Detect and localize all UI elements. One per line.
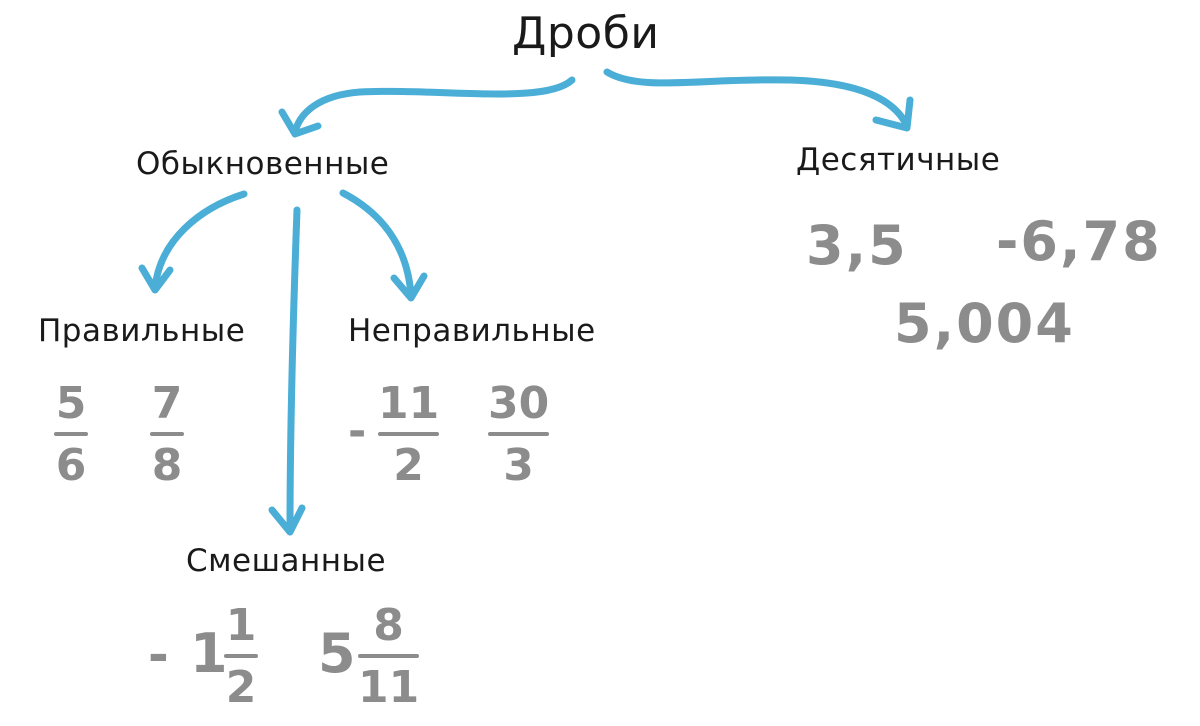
improper-example-1: 11 2: [378, 378, 440, 491]
decimal-example-3: 5,004: [894, 292, 1075, 355]
mixed-example-2-fraction: 8 11: [358, 600, 420, 713]
numerator: 1: [225, 600, 257, 651]
numerator: 7: [151, 378, 183, 429]
arrowhead-mixed: [268, 504, 306, 536]
decimal-example-1: 3,5: [806, 214, 908, 277]
arrow-common-to-improper: [339, 189, 415, 300]
denominator: 6: [55, 440, 87, 491]
fraction-bar: [378, 432, 440, 436]
arrow-common-to-mixed: [286, 206, 301, 534]
common-label: Обыкновенные: [136, 146, 390, 182]
arrowhead-improper: [390, 272, 428, 302]
proper-label: Правильные: [38, 313, 246, 349]
mixed-example-1-sign: -: [148, 626, 169, 684]
fraction-bar: [488, 432, 550, 436]
proper-example-1: 5 6: [54, 382, 88, 488]
numerator: 5: [55, 378, 87, 429]
mixed-example-1-whole: 1: [190, 622, 228, 685]
improper-example-1-sign: -: [348, 406, 367, 457]
arrowhead-decimal: [872, 96, 914, 132]
arrow-root-to-common: [291, 76, 576, 136]
arrow-common-to-proper: [151, 190, 248, 292]
denominator: 3: [503, 440, 534, 491]
denominator: 8: [151, 440, 183, 491]
numerator: 8: [373, 600, 404, 651]
improper-label: Неправильные: [348, 313, 596, 349]
fraction-bar: [358, 654, 420, 658]
arrow-root-to-decimal: [603, 68, 911, 130]
decimal-label: Десятичные: [796, 142, 1001, 178]
denominator: 2: [225, 662, 257, 713]
mixed-example-2-whole: 5: [318, 622, 356, 685]
fraction-bar: [224, 654, 258, 658]
improper-example-2: 30 3: [488, 378, 550, 491]
root-label: Дроби: [512, 8, 660, 59]
mixed-label: Смешанные: [186, 543, 387, 579]
numerator: 30: [488, 378, 550, 429]
fraction-bar: [54, 432, 88, 436]
arrowhead-common: [278, 108, 322, 138]
denominator: 11: [358, 662, 420, 713]
mixed-example-1-fraction: 1 2: [224, 604, 258, 710]
denominator: 2: [393, 440, 424, 491]
arrowhead-proper: [138, 264, 174, 294]
numerator: 11: [378, 378, 440, 429]
proper-example-2: 7 8: [150, 382, 184, 488]
fraction-bar: [150, 432, 184, 436]
decimal-example-2: -6,78: [996, 210, 1162, 273]
